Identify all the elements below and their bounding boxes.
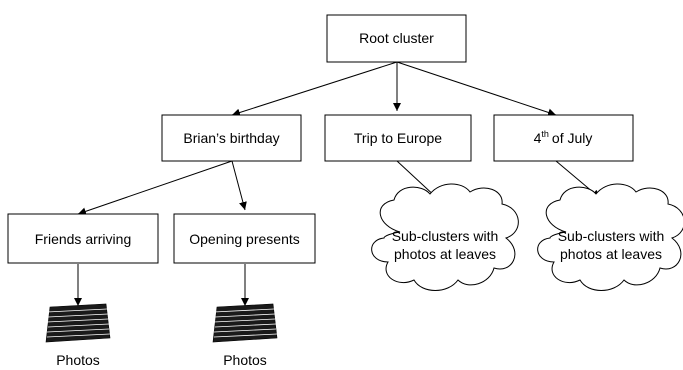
photo-stack-icon	[212, 303, 278, 343]
node-opening-presents-label: Opening presents	[189, 231, 300, 247]
photos-label-2: Photos	[223, 352, 267, 368]
cloud-europe-subclusters: Sub-clusters with photos at leaves	[371, 183, 519, 291]
node-opening-presents: Opening presents	[173, 213, 316, 264]
root-node-label: Root cluster	[359, 30, 434, 46]
cloud-europe-line1: Sub-clusters with	[392, 228, 499, 244]
node-4th-of-july-superscript: th	[541, 129, 549, 139]
photo-stack-icon	[45, 303, 111, 343]
edge-root-to-july	[396, 61, 557, 117]
cloud-july-line1: Sub-clusters with	[558, 228, 665, 244]
root-node: Root cluster	[326, 14, 467, 63]
edges	[74, 61, 601, 306]
node-4th-of-july-prefix: 4	[534, 130, 542, 146]
node-4th-of-july-text: of July	[552, 130, 592, 146]
edge-birthday-to-presents	[231, 160, 247, 211]
cloud-july-subclusters: Sub-clusters with photos at leaves	[537, 183, 683, 291]
node-brians-birthday: Brian’s birthday	[161, 114, 302, 162]
node-trip-to-europe: Trip to Europe	[324, 114, 472, 162]
edge-root-to-birthday	[231, 61, 398, 117]
edge-birthday-to-friends	[77, 160, 233, 216]
cloud-europe-line2: photos at leaves	[394, 246, 496, 262]
node-friends-arriving: Friends arriving	[7, 213, 159, 264]
node-friends-arriving-label: Friends arriving	[35, 231, 131, 247]
node-brians-birthday-label: Brian’s birthday	[183, 130, 279, 146]
cloud-july-line2: photos at leaves	[560, 246, 662, 262]
photos-label-1: Photos	[56, 352, 100, 368]
node-trip-to-europe-label: Trip to Europe	[354, 130, 442, 146]
